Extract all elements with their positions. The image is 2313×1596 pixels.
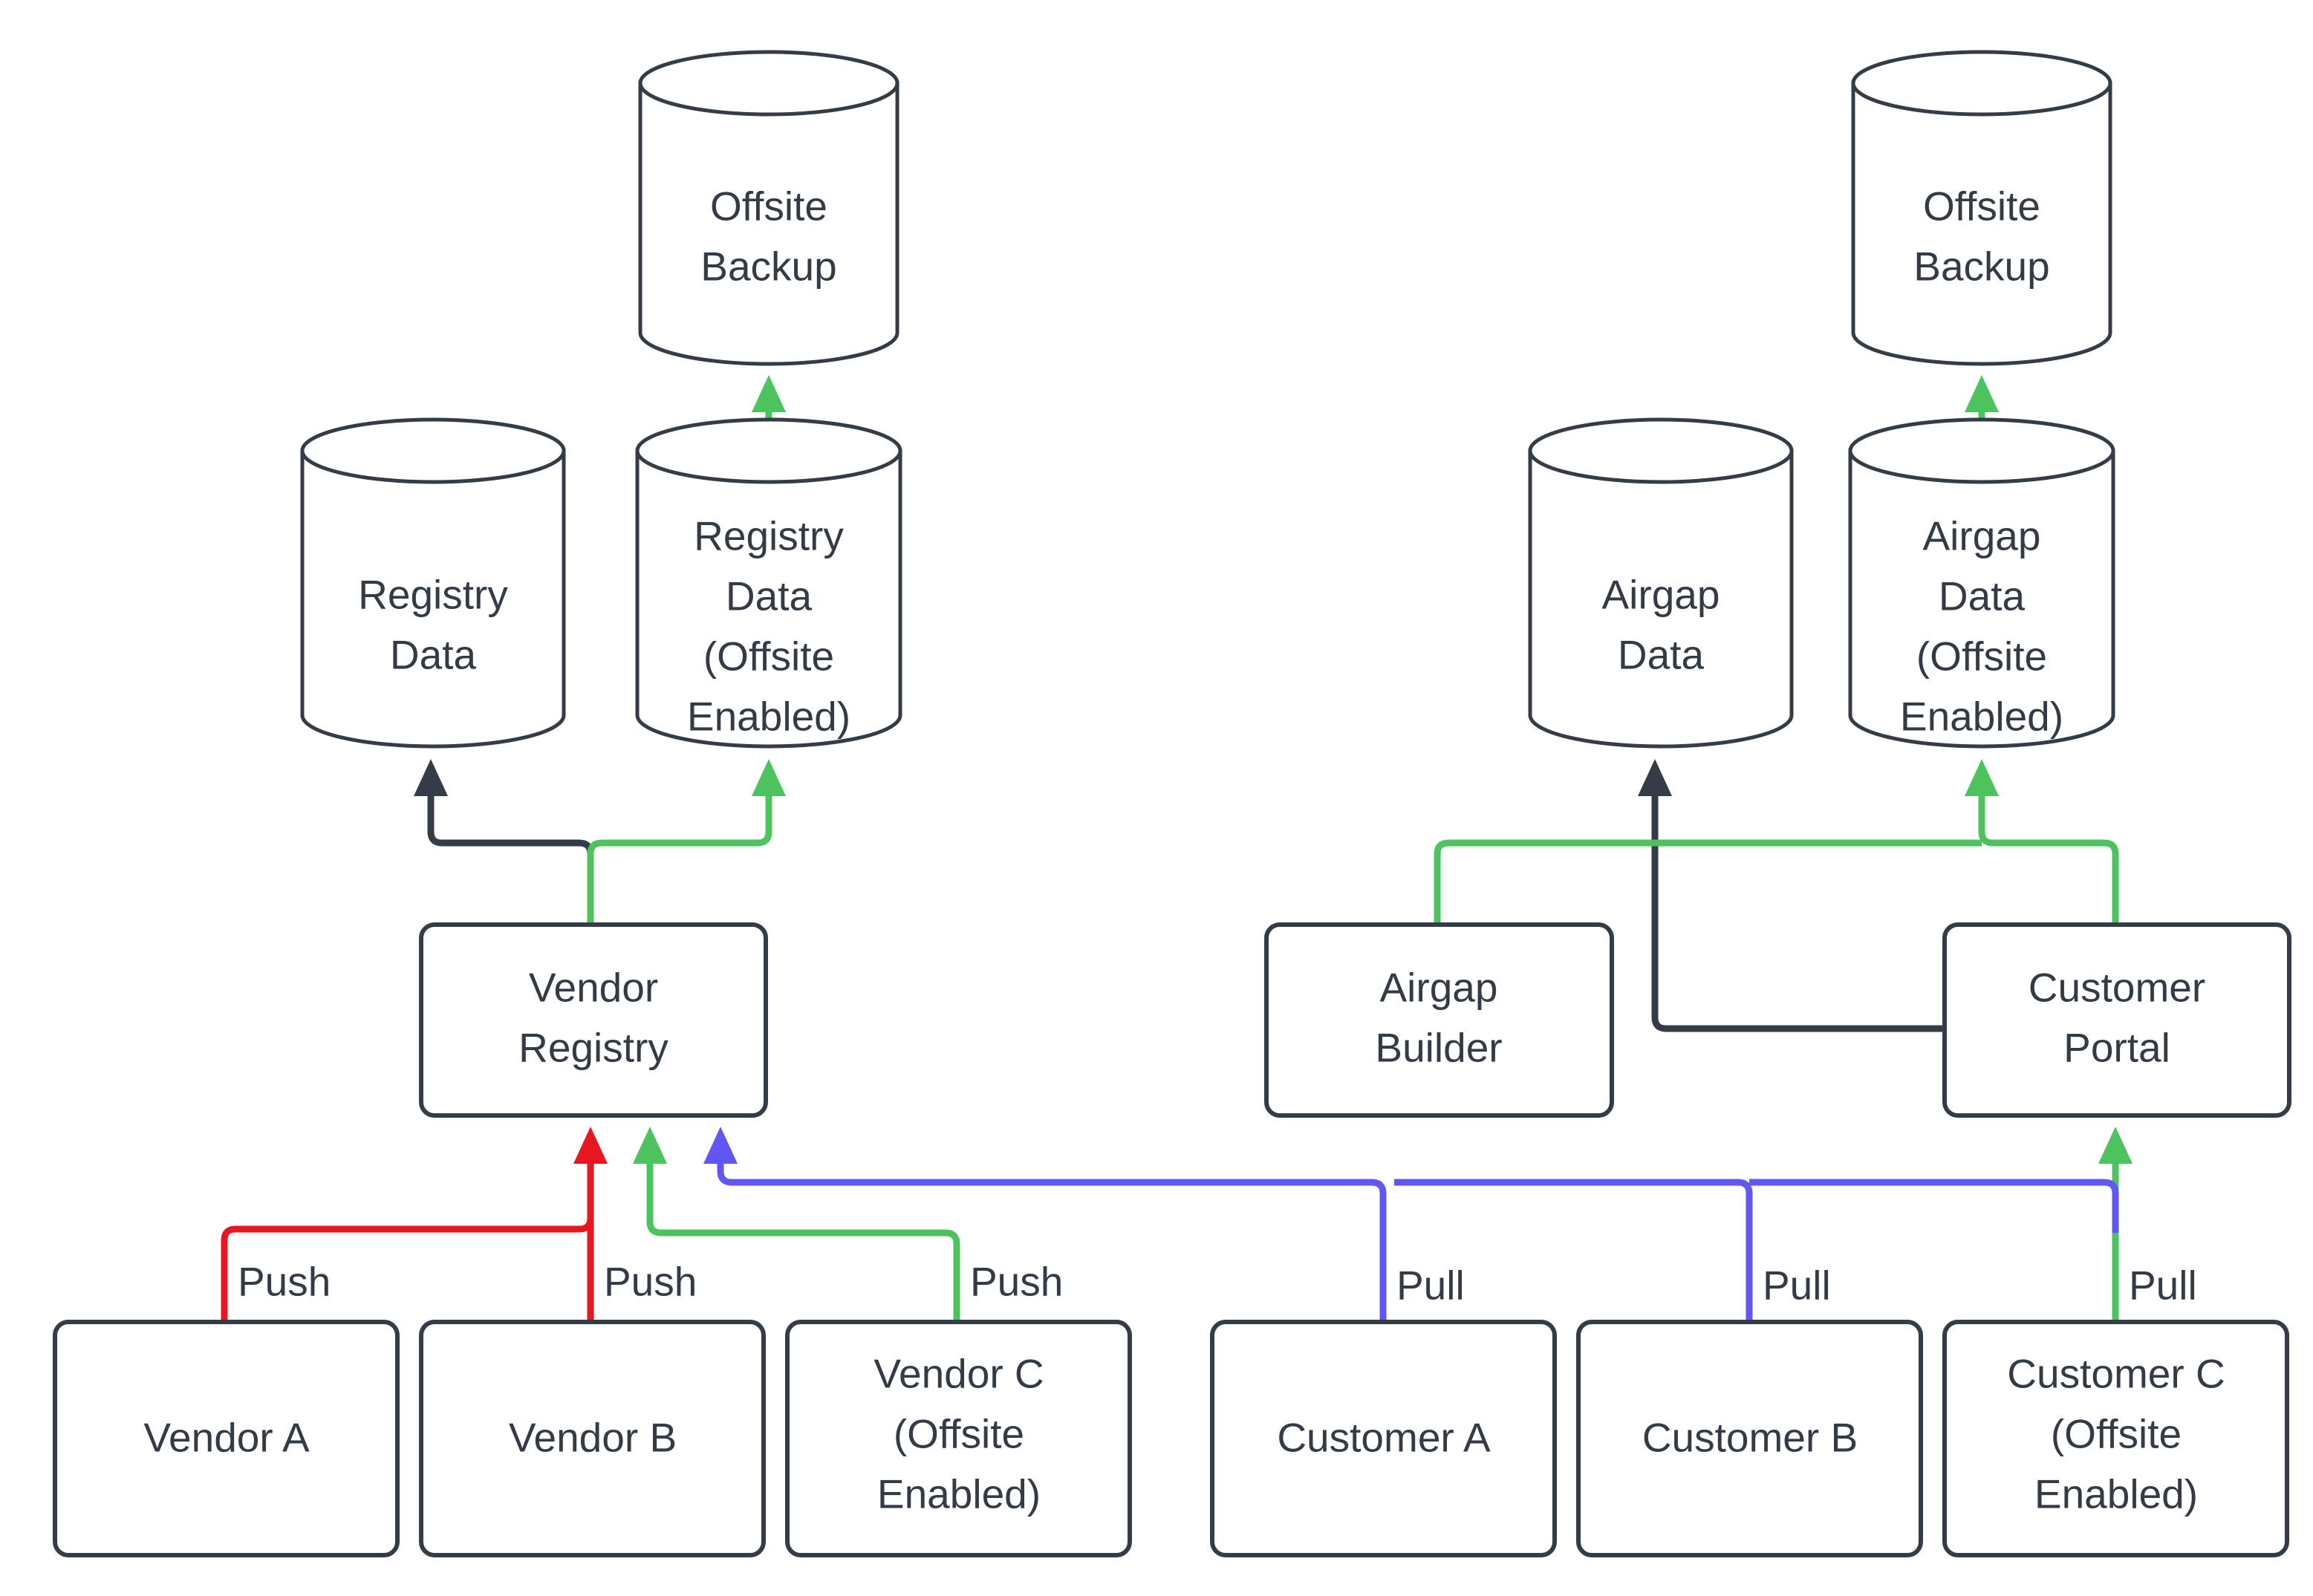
vendor-registry-line1: Vendor (529, 965, 658, 1011)
edge-label-customer-a-pull: Pull (1396, 1263, 1465, 1309)
node-airgap-data[interactable]: Airgap Data (1528, 417, 1794, 749)
edge-blue-trunk-right (1749, 1179, 2119, 1233)
node-airgap-data-offsite[interactable]: Airgap Data (Offsite Enabled) (1848, 417, 2115, 749)
edge-airgap-builder-to-airgap-data-offsite (1434, 839, 1982, 925)
edge-customer-portal-to-airgap-data (1638, 759, 1946, 1032)
customer-portal-line2: Portal (2063, 1025, 2170, 1071)
customer-c-line1: Customer C (2007, 1351, 2225, 1397)
airgap-builder-line1: Airgap (1380, 965, 1498, 1011)
airgap-data-line2: Data (1618, 632, 1705, 678)
vendor-c-line2: (Offsite (894, 1411, 1024, 1457)
airgap-builder-line2: Builder (1375, 1025, 1502, 1071)
edge-customer-portal-to-airgap-data-offsite (1965, 759, 2119, 925)
node-registry-data-offsite[interactable]: Registry Data (Offsite Enabled) (635, 417, 902, 749)
vendor-b-label: Vendor B (509, 1415, 677, 1461)
edge-label-vendor-c-push: Push (970, 1259, 1063, 1305)
airgap-data-line1: Airgap (1602, 572, 1720, 618)
node-customer-a[interactable]: Customer A (1210, 1320, 1557, 1557)
registry-data-line2: Data (390, 632, 477, 678)
registry-data-line1: Registry (358, 572, 508, 618)
node-customer-c[interactable]: Customer C (Offsite Enabled) (1942, 1320, 2289, 1557)
airgap-data-offsite-line3: (Offsite (1916, 633, 2047, 680)
edge-label-vendor-b-push: Push (604, 1259, 697, 1305)
edge-vendor-registry-to-registry-data-offsite (587, 759, 786, 925)
customer-c-line2: (Offsite (2051, 1411, 2182, 1457)
node-vendor-b[interactable]: Vendor B (419, 1320, 766, 1557)
node-offsite-backup-left[interactable]: Offsite Backup (638, 50, 900, 366)
node-airgap-builder[interactable]: Airgap Builder (1264, 922, 1614, 1118)
node-vendor-c[interactable]: Vendor C (Offsite Enabled) (785, 1320, 1132, 1557)
airgap-data-offsite-line1: Airgap (1923, 513, 2041, 559)
vendor-c-line1: Vendor C (874, 1351, 1044, 1397)
node-vendor-registry[interactable]: Vendor Registry (419, 922, 768, 1118)
airgap-data-offsite-line2: Data (1939, 573, 2026, 619)
customer-b-label: Customer B (1642, 1415, 1858, 1461)
airgap-data-offsite-line4: Enabled) (1900, 694, 2063, 740)
node-customer-b[interactable]: Customer B (1576, 1320, 1923, 1557)
registry-data-offsite-line4: Enabled) (687, 694, 850, 740)
customer-c-line3: Enabled) (2034, 1471, 2198, 1517)
edge-label-vendor-a-push: Push (238, 1259, 331, 1305)
offsite-backup-right-line1: Offsite (1923, 183, 2040, 229)
node-customer-portal[interactable]: Customer Portal (1942, 922, 2291, 1118)
offsite-backup-left-line1: Offsite (710, 183, 827, 229)
registry-data-offsite-line3: (Offsite (703, 633, 834, 680)
vendor-a-label: Vendor A (143, 1415, 310, 1461)
edge-customer-b-pull (1394, 1179, 1753, 1322)
edge-vendor-c-push (633, 1127, 960, 1322)
edge-customer-c-pull (2098, 1127, 2133, 1322)
offsite-backup-left-line2: Backup (700, 244, 836, 290)
node-registry-data[interactable]: Registry Data (300, 417, 566, 749)
node-vendor-a[interactable]: Vendor A (53, 1320, 400, 1557)
vendor-registry-line2: Registry (518, 1025, 668, 1071)
edge-vendor-registry-to-registry-data (414, 759, 594, 925)
node-offsite-backup-right[interactable]: Offsite Backup (1851, 50, 2112, 366)
customer-portal-line1: Customer (2029, 965, 2205, 1011)
offsite-backup-right-line2: Backup (1913, 244, 2049, 290)
registry-data-offsite-line1: Registry (694, 513, 844, 559)
edge-customer-a-pull (703, 1127, 1387, 1322)
registry-data-offsite-line2: Data (726, 573, 813, 619)
edge-label-customer-b-pull: Pull (1763, 1263, 1831, 1309)
edge-label-customer-c-pull: Pull (2129, 1263, 2197, 1309)
vendor-c-line3: Enabled) (877, 1471, 1041, 1517)
customer-a-label: Customer A (1277, 1415, 1491, 1461)
